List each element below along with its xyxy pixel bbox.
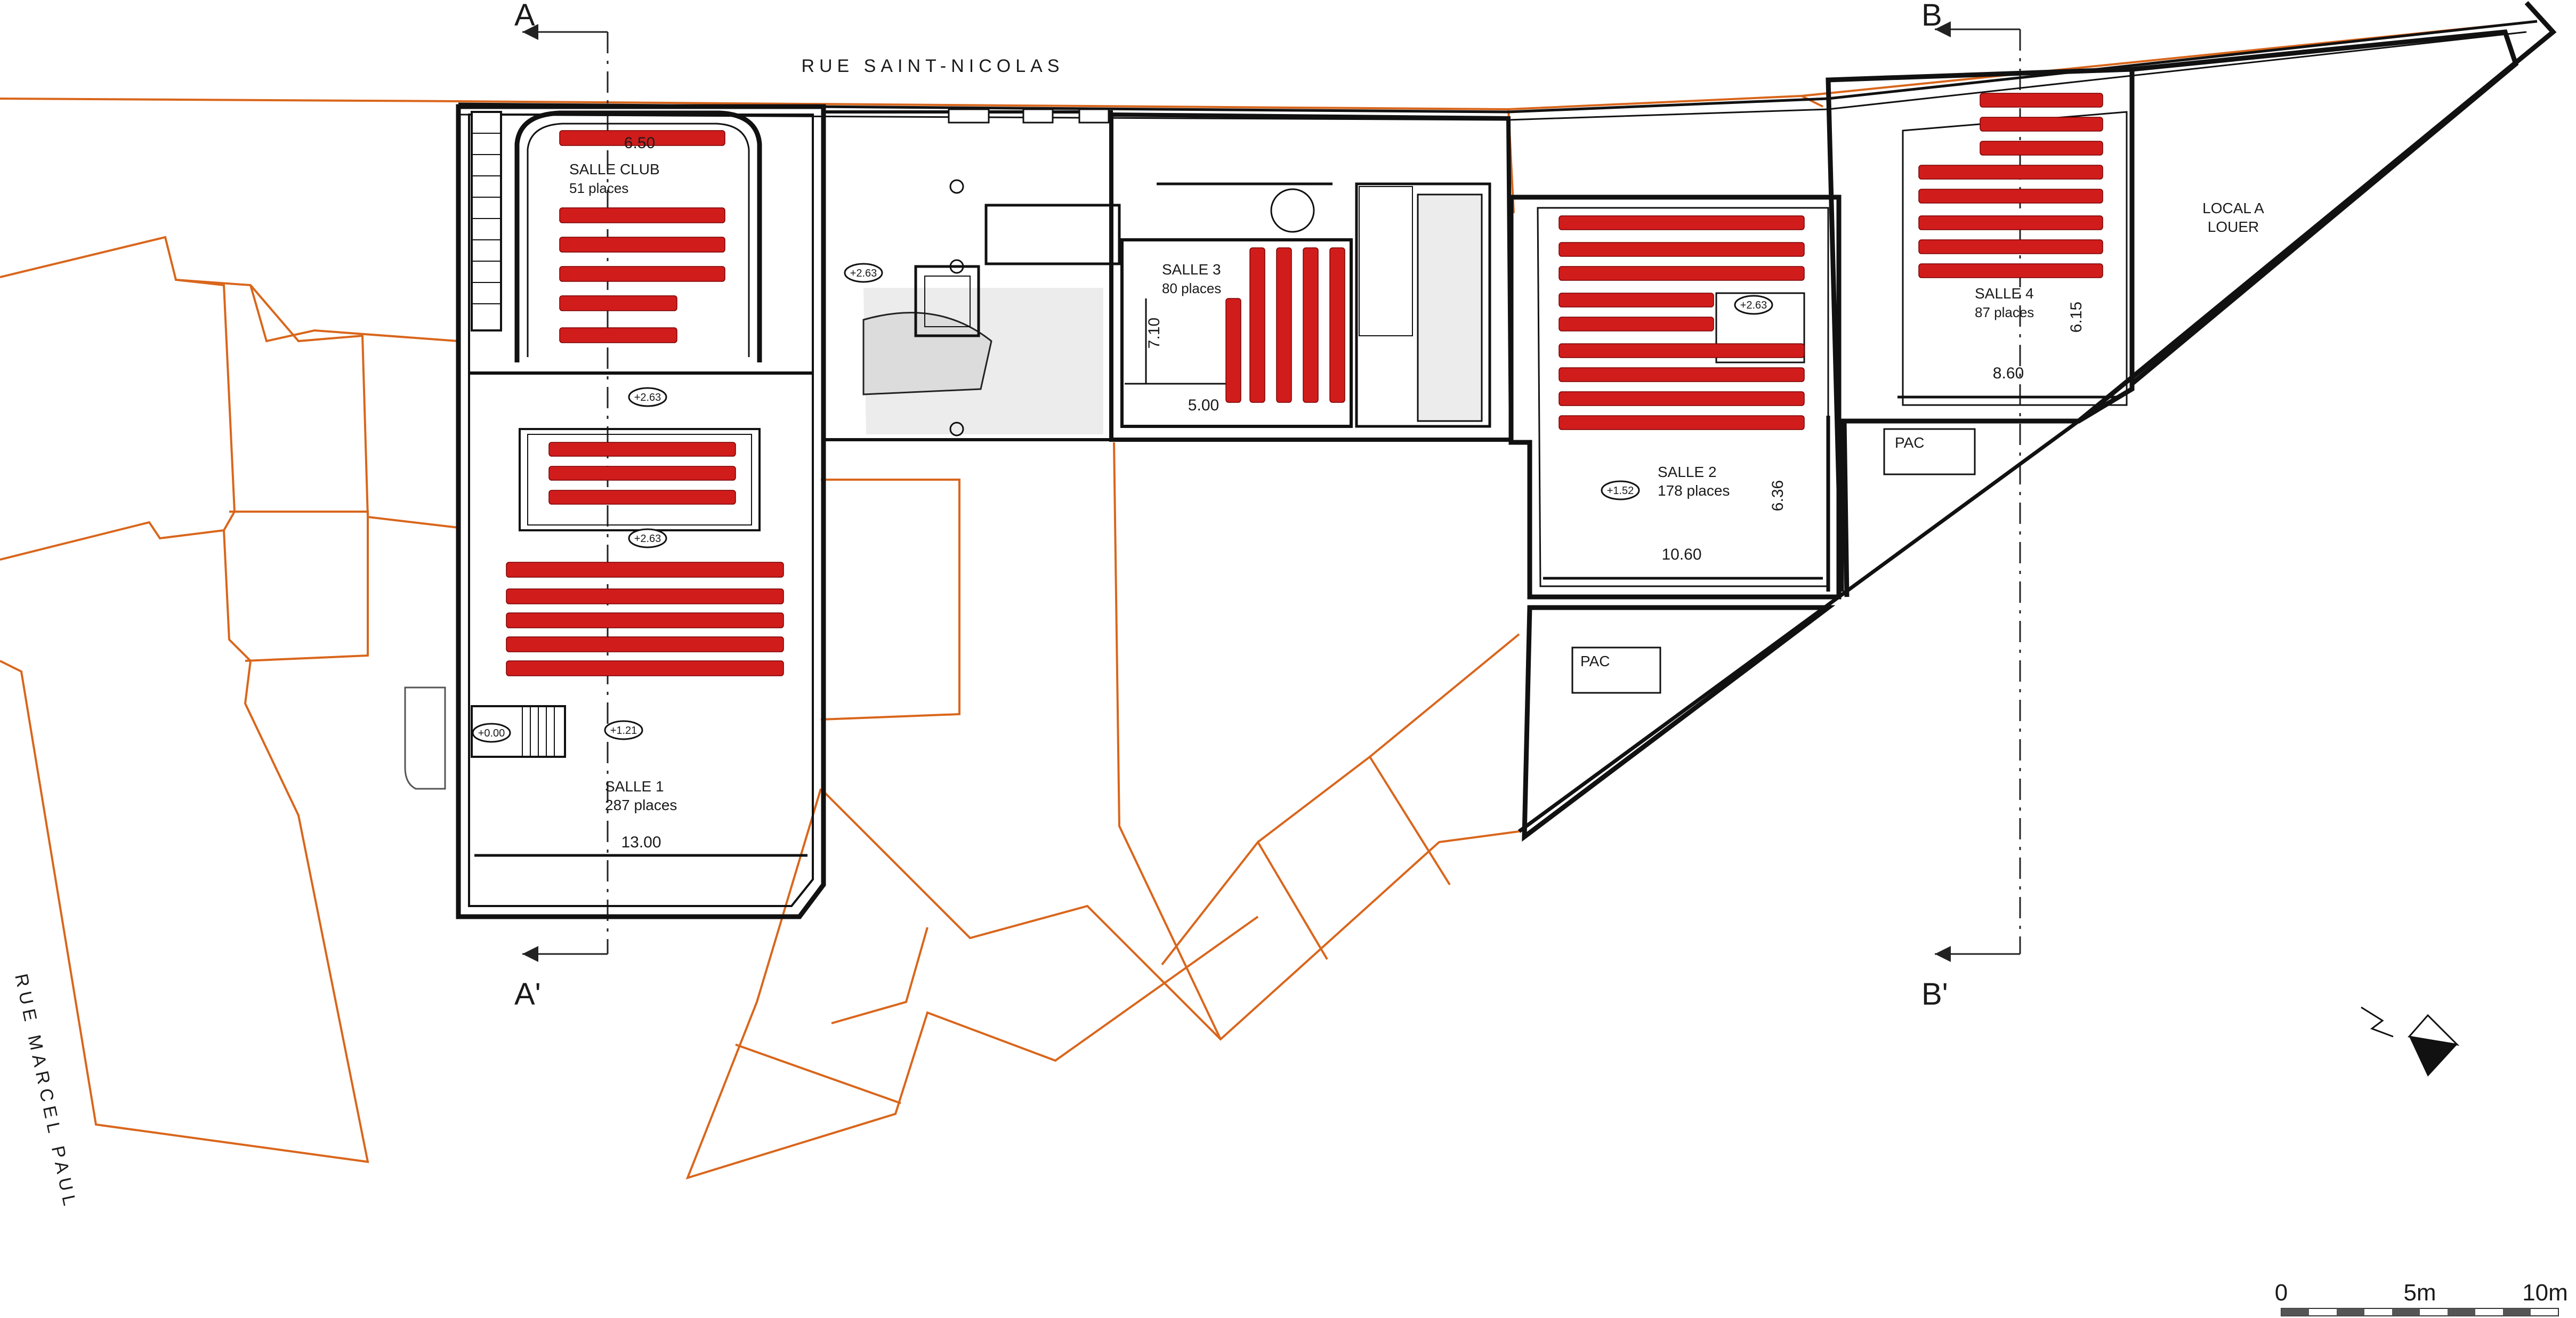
level-club-foyer: +2.63 [634,392,661,403]
section-lines [522,21,2021,962]
section-label-b-prime: B' [1921,977,1948,1012]
parcel-lines [0,20,2538,1180]
section-label-a: A [514,0,535,33]
level-markers [472,263,1773,743]
scale-label-5m: 5m [2403,1280,2436,1306]
street-north-label: RUE SAINT-NICOLAS [801,56,1064,76]
building-left [404,104,826,919]
salle-1-width: 13.00 [621,834,661,851]
seating-salle2 [1558,215,1805,430]
pac-label-right: PAC [1895,434,1925,451]
hall [822,108,1121,441]
seating-club [559,130,725,343]
salle-2-name: SALLE 2 [1658,464,1717,480]
local-label-line2: LOUER [2208,219,2259,235]
pac-box-right [1883,428,1976,475]
salle-2-width: 10.60 [1661,546,1701,563]
salle-3-name: SALLE 3 [1162,261,1221,278]
level-salle1-top: +2.63 [634,533,661,545]
salle-club-name: SALLE CLUB [569,161,660,177]
salle-3-width: 5.00 [1188,397,1219,414]
salle-club-capacity: 51 places [569,180,628,196]
salle-3-depth: 7.10 [1145,318,1163,349]
street-west-label: RUE MARCEL PAUL [11,972,80,1212]
seating-salle4 [1918,93,2103,278]
section-label-a-prime: A' [514,977,541,1012]
pac-label-lower: PAC [1580,653,1610,669]
salle-1-capacity: 287 places [605,797,677,813]
seating-salle1-upper [548,442,736,505]
salle-1-name: SALLE 1 [605,778,664,795]
salle-2-capacity: 178 places [1658,482,1730,499]
building-salle4 [1517,1,2557,833]
salle-3-capacity: 80 places [1162,280,1221,296]
local-label-line1: LOCAL A [2202,200,2264,216]
level-entrance: +0.00 [478,727,505,739]
level-salle2-top: +2.63 [1740,300,1767,311]
level-salle1-floor: +1.21 [610,725,637,737]
level-salle2-floor: +1.52 [1607,485,1634,497]
salle-4-width: 8.60 [1993,365,2024,382]
pac-box-lower [1571,646,1661,694]
salle-2-depth: 6.36 [1769,480,1787,511]
level-hall: +2.63 [850,268,877,279]
salle-club-width: 6.50 [624,134,655,152]
seating-salle3 [1225,247,1345,403]
seating-salle1 [506,562,784,676]
scale-label-zero: 0 [2275,1280,2288,1306]
section-label-b: B [1921,0,1942,33]
scale-bar [2281,1308,2559,1316]
salle-4-depth: 6.15 [2068,302,2085,333]
scale-label-10m: 10m [2522,1280,2568,1306]
salle-4-capacity: 87 places [1975,304,2034,320]
salle-4-name: SALLE 4 [1975,285,2034,302]
north-arrow-icon [2361,1006,2460,1077]
